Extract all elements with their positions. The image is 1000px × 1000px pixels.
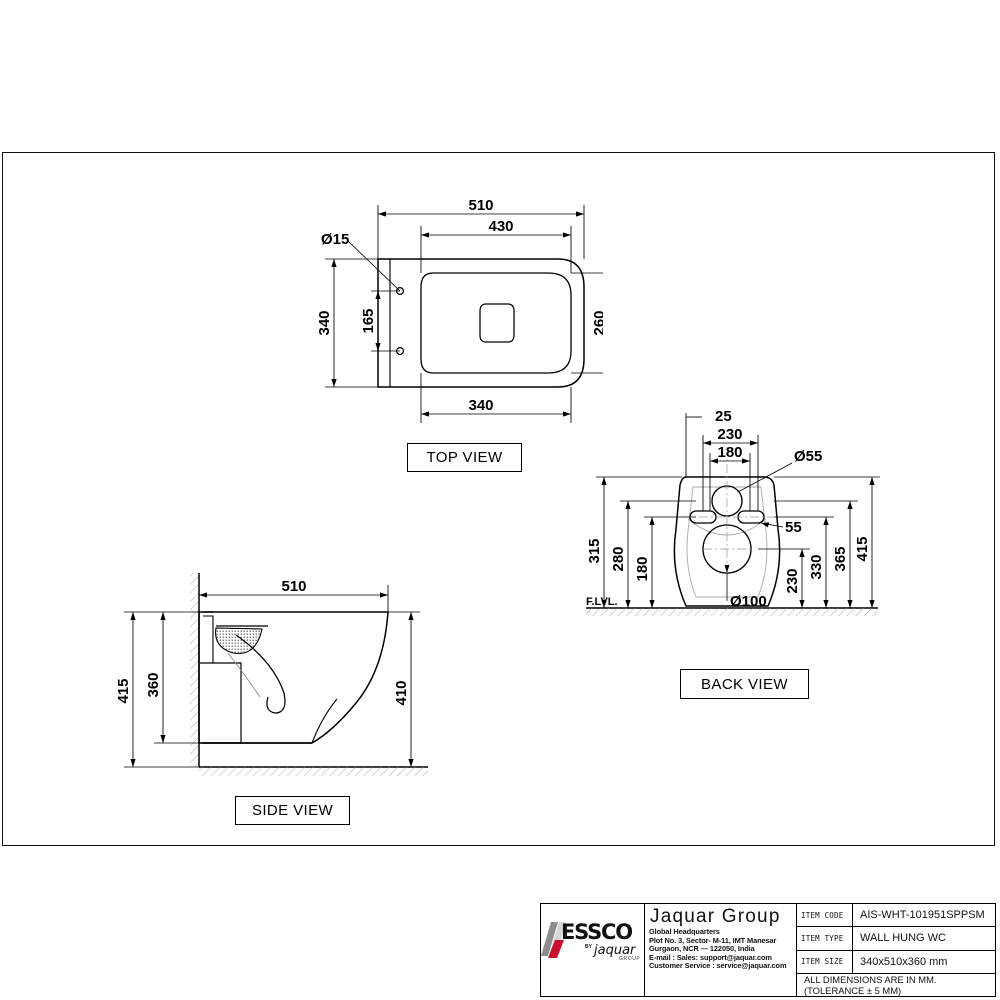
brand-logo-cell: ESSCO BY jaquar GROUP (541, 904, 645, 996)
item-type-value: WALL HUNG WC (860, 932, 946, 945)
dim-back-330: 330 (808, 554, 825, 579)
side-view-drawing: 510 415 360 410 (115, 573, 428, 776)
side-view-label-text: SIDE VIEW (251, 802, 334, 819)
item-spec-table: ITEM CODE AIS-WHT-101951SPPSM ITEM TYPE … (797, 904, 995, 996)
dim-back-25: 25 (715, 408, 732, 425)
address-line: Global Headquarters (649, 927, 720, 936)
top-view-label: TOP VIEW (407, 443, 522, 472)
side-view-label: SIDE VIEW (235, 796, 350, 825)
top-outline (377, 258, 585, 388)
company-address-cell: Jaquar Group Global Headquarters Plot No… (645, 904, 797, 996)
dim-top-340: 340 (316, 310, 333, 335)
table-row: ITEM TYPE WALL HUNG WC (797, 927, 995, 951)
top-view-label-text: TOP VIEW (426, 449, 503, 466)
back-view-drawing: 25 230 180 Ø55 55 Ø100 315 280 180 230 3… (586, 408, 880, 616)
tolerance-note: ALL DIMENSIONS ARE IN MM. (TOLERANCE ± 5… (804, 973, 937, 996)
dim-back-180v: 180 (634, 556, 651, 581)
dim-top-260: 260 (591, 310, 603, 335)
dim-back-230v: 230 (784, 568, 801, 593)
address-line: Plot No. 3, Sector- M-11, IMT Manesar (649, 935, 777, 945)
fixing-slot-right (737, 510, 765, 524)
company-name: Jaquar Group (650, 906, 781, 927)
drawing-sheet: 510 430 340 340 165 260 Ø15 TOP VIEW (2, 152, 996, 997)
essco-parent-sub: GROUP (619, 956, 641, 962)
essco-wordmark: ESSCO (561, 920, 633, 944)
dim-back-180: 180 (717, 444, 742, 461)
dim-top-dia15: Ø15 (321, 231, 349, 248)
item-type-label: ITEM TYPE (797, 927, 853, 950)
dim-back-55: 55 (785, 519, 802, 536)
dim-side-415: 415 (115, 678, 132, 703)
back-view-label: BACK VIEW (680, 669, 809, 699)
dim-top-165: 165 (360, 308, 377, 333)
dim-side-360: 360 (145, 672, 162, 697)
dim-back-315: 315 (586, 538, 603, 563)
table-row: ALL DIMENSIONS ARE IN MM. (TOLERANCE ± 5… (797, 974, 995, 996)
back-outline (673, 476, 781, 607)
fixing-slot-left (689, 510, 717, 524)
dim-back-dia100: Ø100 (730, 593, 767, 610)
address-line: Gurgaon, NCR — 122050, India (649, 944, 755, 953)
back-view-label-text: BACK VIEW (701, 675, 788, 693)
essco-parent-brand: jaquar (594, 943, 636, 958)
dim-top-510: 510 (468, 197, 493, 214)
item-code-label: ITEM CODE (797, 904, 853, 927)
address-line: Customer Service : service@jaquar.com (649, 961, 787, 970)
dim-side-410: 410 (393, 680, 410, 705)
item-code-value: AIS-WHT-101951SPPSM (860, 909, 985, 922)
side-outline (198, 611, 389, 744)
essco-by-text: BY (585, 944, 592, 950)
dim-back-365: 365 (832, 546, 849, 571)
item-size-value: 340x510x360 mm (860, 955, 948, 968)
essco-logo: ESSCO BY jaquar GROUP (541, 918, 645, 966)
dim-back-230: 230 (717, 426, 742, 443)
title-block: ESSCO BY jaquar GROUP Jaquar Group Globa… (540, 903, 996, 997)
dim-back-415: 415 (854, 536, 871, 561)
dim-back-280: 280 (610, 546, 627, 571)
item-size-label: ITEM SIZE (797, 950, 853, 973)
table-row: ITEM SIZE 340x510x360 mm (797, 950, 995, 974)
address-line: E-mail : Sales: support@jaquar.com (649, 952, 772, 962)
dim-side-510: 510 (281, 578, 306, 595)
dim-top-340-bottom: 340 (468, 397, 493, 414)
floor-level-label: F.LVL. (586, 596, 618, 608)
dim-back-dia55: Ø55 (794, 448, 822, 465)
top-view-drawing: 510 430 340 340 165 260 Ø15 (316, 197, 603, 423)
dim-top-430: 430 (488, 218, 513, 235)
table-row: ITEM CODE AIS-WHT-101951SPPSM (797, 904, 995, 928)
essco-stripes-icon (541, 922, 566, 958)
